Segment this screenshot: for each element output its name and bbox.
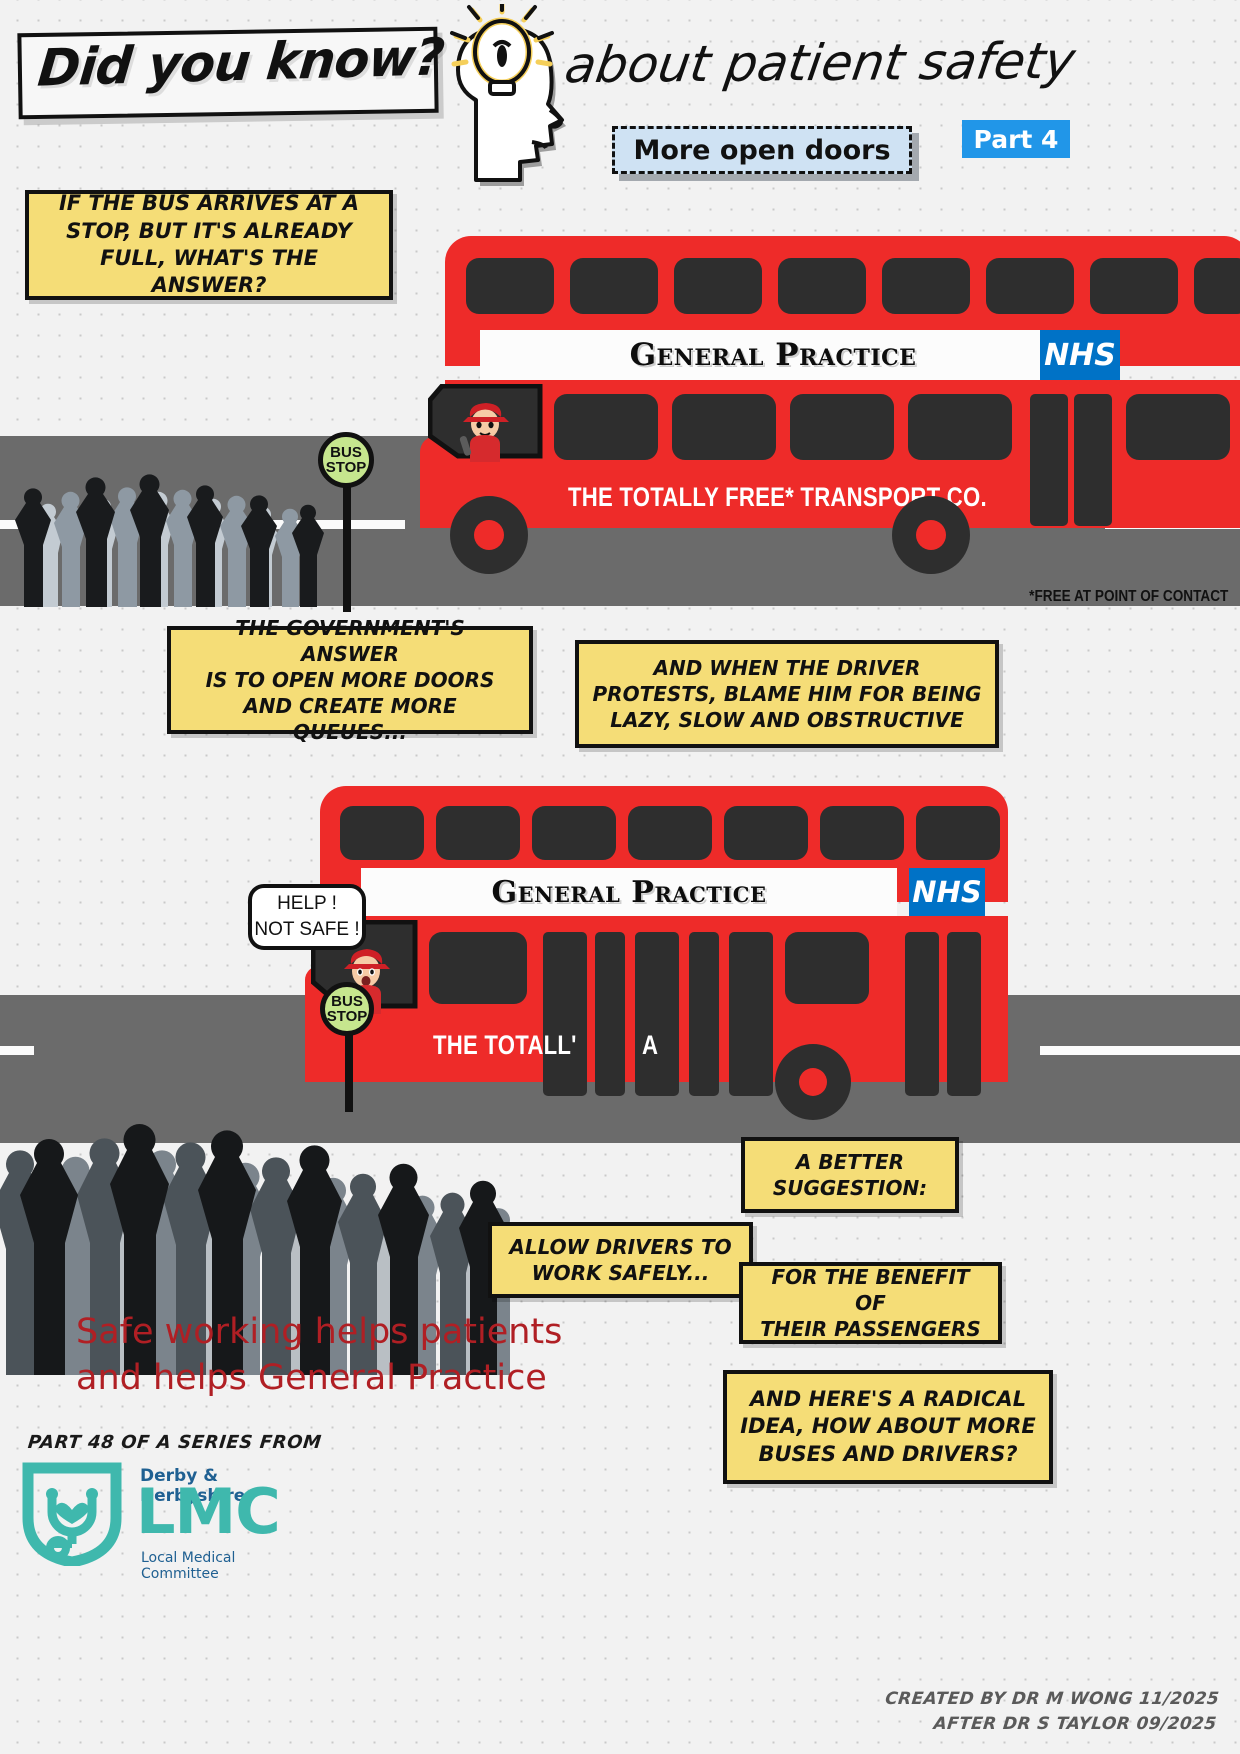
lmc-logo-subtitle: Local Medical Committee <box>141 1550 236 1582</box>
bus-top: General Practice NHS <box>420 236 1240 576</box>
bus-top-nhs-logo: NHS <box>1040 330 1120 380</box>
series-note: PART 48 OF A SERIES FROM <box>26 1432 323 1453</box>
caption-question: IF THE BUS ARRIVES AT A STOP, BUT IT'S A… <box>25 190 393 300</box>
bus-top-destination-board: General Practice <box>480 330 1066 380</box>
tagline: Safe working helps patients and helps Ge… <box>76 1312 563 1398</box>
driver-avatar-top <box>458 400 514 462</box>
topic-label-box: More open doors <box>612 126 912 174</box>
bus-stop-2-line2: STOP <box>326 1008 368 1025</box>
road-marking-5 <box>1040 1046 1240 1055</box>
bus-stop-sign-bottom: BUS STOP <box>320 982 378 1112</box>
caption-radical-idea: AND HERE'S A RADICAL IDEA, HOW ABOUT MOR… <box>723 1370 1053 1484</box>
bus-bottom-nhs-logo: NHS <box>909 868 985 916</box>
caption-benefit-passengers: FOR THE BENEFIT OF THEIR PASSENGERS <box>739 1262 1002 1344</box>
footnote-free-at-point-of-contact: *FREE AT POINT OF CONTACT <box>1028 588 1228 605</box>
caption-better-suggestion: A BETTER SUGGESTION: <box>741 1137 959 1213</box>
bus-bottom-company-text-left: THE TOTALL' <box>433 1030 577 1060</box>
lmc-logo-region: Derby & Derbyshire <box>140 1466 246 1506</box>
header-subtitle: about patient safety <box>561 31 1079 95</box>
caption-blame-driver: AND WHEN THE DRIVER PROTESTS, BLAME HIM … <box>575 640 999 748</box>
crowd-queue-top <box>0 455 345 607</box>
page-title: Did you know? <box>35 28 447 99</box>
caption-government-answer: THE GOVERNMENT'S ANSWER IS TO OPEN MORE … <box>167 616 533 744</box>
lightbulb-head-icon <box>424 0 604 194</box>
bus-stop-line2: STOP <box>325 459 367 476</box>
bus-top-destination: General Practice <box>629 337 917 373</box>
bus-bottom: General Practice NHS <box>305 786 1008 1120</box>
topic-label: More open doors <box>633 134 891 166</box>
bus-stop-2-line1: BUS <box>331 992 363 1010</box>
bus-bottom-company-text-right: A <box>642 1030 659 1060</box>
bus-bottom-wheel-front <box>775 1044 851 1120</box>
driver-speech-bubble: HELP ! NOT SAFE ! <box>248 884 366 950</box>
bus-stop-line1: BUS <box>330 443 362 461</box>
credit-text: CREATED BY DR M WONG 11/2025 AFTER DR S … <box>884 1688 1221 1734</box>
bus-stop-sign-top: BUS STOP <box>318 432 376 612</box>
lmc-logo-acronym: LMC <box>136 1475 281 1548</box>
bus-bottom-destination-board: General Practice <box>361 868 897 916</box>
crowd-queue-bottom <box>0 1075 520 1375</box>
driver-cab-top <box>427 383 546 462</box>
bus-top-wheel-rear <box>892 496 970 574</box>
bus-top-wheel-front <box>450 496 528 574</box>
lmc-logo: Derby & Derbyshire LMC Local Medical Com… <box>22 1462 312 1582</box>
part-badge: Part 4 <box>962 120 1070 158</box>
road-marking-4 <box>0 1046 34 1055</box>
bus-bottom-destination: General Practice <box>491 874 767 910</box>
lmc-shield-stethoscope-icon <box>22 1462 122 1568</box>
caption-allow-drivers: ALLOW DRIVERS TO WORK SAFELY... <box>488 1222 753 1298</box>
